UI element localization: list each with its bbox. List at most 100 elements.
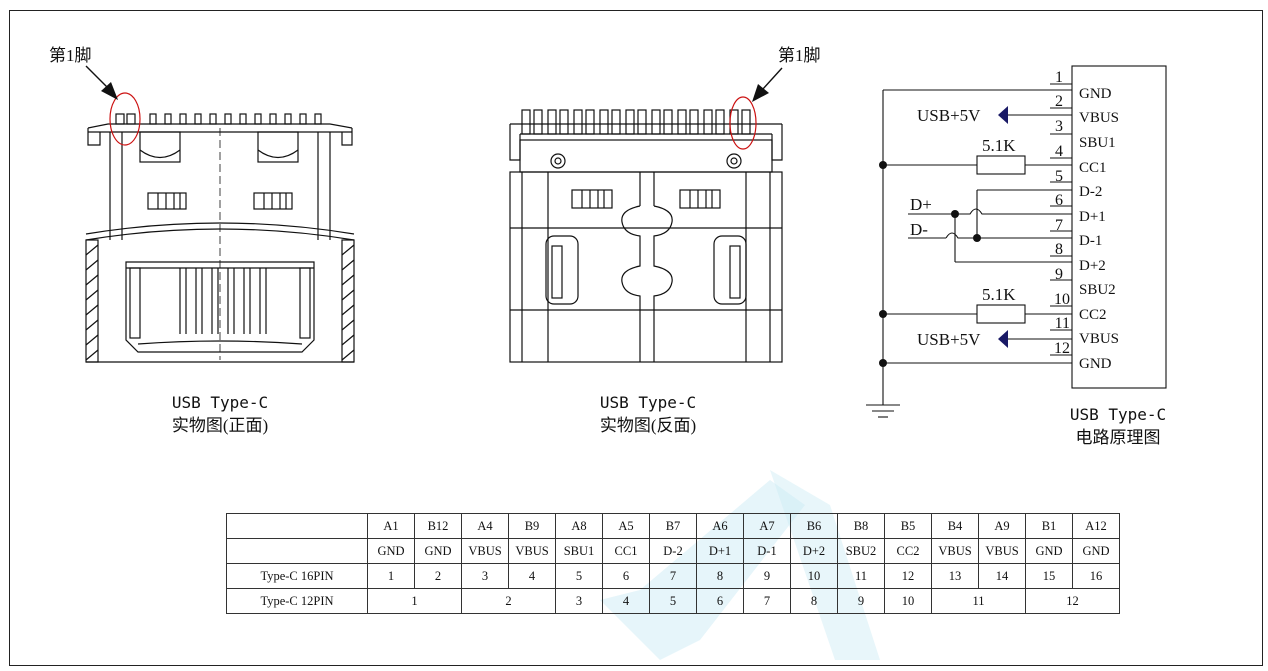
pin-name: CC1 bbox=[1079, 160, 1107, 176]
pin-number: 9 bbox=[1055, 266, 1063, 283]
pin-number-cell: 13 bbox=[931, 563, 979, 589]
signal-cell: VBUS bbox=[461, 538, 509, 564]
pin-code-cell: B12 bbox=[414, 513, 462, 539]
pin-number-cell: 11 bbox=[931, 588, 1026, 614]
pin-mapping-table: A1 B12 A4 B9 A8 A5 B7 A6 A7 B6 B8 B5 B4 … bbox=[226, 513, 1120, 614]
pin-number-cell: 6 bbox=[602, 563, 650, 589]
front-pin1-arrow bbox=[85, 65, 118, 100]
table-row-16pin: Type-C 16PIN 1 2 3 4 5 6 7 8 9 10 11 12 … bbox=[226, 563, 1120, 589]
pin-name: D+2 bbox=[1079, 258, 1106, 274]
pin-number: 2 bbox=[1055, 93, 1063, 110]
pin-name: VBUS bbox=[1079, 331, 1119, 347]
schematic bbox=[866, 65, 1167, 418]
pin-number-cell: 3 bbox=[555, 588, 603, 614]
signal-cell: VBUS bbox=[978, 538, 1026, 564]
signal-cell: CC2 bbox=[884, 538, 932, 564]
pin-code-cell: A4 bbox=[461, 513, 509, 539]
front-top-pins bbox=[115, 113, 322, 125]
pin-name: GND bbox=[1079, 356, 1112, 372]
pin-number-cell: 10 bbox=[884, 588, 932, 614]
table-cell-empty bbox=[226, 538, 368, 564]
front-caption-line2: 实物图(正面) bbox=[171, 416, 269, 435]
pin-number: 12 bbox=[1054, 340, 1070, 357]
pin-name: D+1 bbox=[1079, 209, 1106, 225]
pin-number: 7 bbox=[1055, 217, 1063, 234]
dminus-label: D- bbox=[910, 220, 928, 239]
front-caption: USB Type-C 实物图(正面) bbox=[140, 391, 300, 437]
pin-code-cell: A8 bbox=[555, 513, 603, 539]
pin-number-cell: 4 bbox=[508, 563, 556, 589]
pin-number: 10 bbox=[1054, 291, 1070, 308]
back-caption-line1: USB Type-C bbox=[599, 393, 697, 412]
table-cell-empty bbox=[226, 513, 368, 539]
pin-code-cell: A6 bbox=[696, 513, 744, 539]
pin-number-cell: 11 bbox=[837, 563, 885, 589]
pin-number: 6 bbox=[1055, 192, 1063, 209]
signal-cell: GND bbox=[414, 538, 462, 564]
schematic-labels: USB+5V USB+5V 5.1K 5.1K D+ D- bbox=[910, 106, 1016, 349]
back-pin1-highlight bbox=[729, 96, 757, 150]
pin-number-cell: 12 bbox=[884, 563, 932, 589]
pin-number-cell: 1 bbox=[367, 588, 462, 614]
signal-cell: CC1 bbox=[602, 538, 650, 564]
pin-code-cell: B5 bbox=[884, 513, 932, 539]
pin-number-cell: 12 bbox=[1025, 588, 1120, 614]
back-view-connector bbox=[509, 109, 783, 363]
connector-box bbox=[1071, 65, 1167, 389]
back-caption-line2: 实物图(反面) bbox=[599, 416, 697, 435]
schematic-junctions bbox=[879, 161, 981, 367]
pin-code-cell: B7 bbox=[649, 513, 697, 539]
front-caption-line1: USB Type-C bbox=[171, 393, 269, 412]
pin-name: SBU1 bbox=[1079, 135, 1116, 151]
pin-number-cell: 6 bbox=[696, 588, 744, 614]
table-row-signals: GND GND VBUS VBUS SBU1 CC1 D-2 D+1 D-1 D… bbox=[226, 538, 1120, 564]
pin-name: GND bbox=[1079, 86, 1112, 102]
signal-cell: VBUS bbox=[931, 538, 979, 564]
pin-code-cell: B6 bbox=[790, 513, 838, 539]
pin-number: 5 bbox=[1055, 168, 1063, 185]
front-pin1-highlight bbox=[109, 92, 141, 146]
pin-number: 4 bbox=[1055, 143, 1063, 160]
pin-name: D-1 bbox=[1079, 233, 1102, 249]
power-label: USB+5V bbox=[917, 330, 981, 349]
pin-name: SBU2 bbox=[1079, 282, 1116, 298]
pin-number-cell: 4 bbox=[602, 588, 650, 614]
front-view-connector bbox=[85, 113, 355, 363]
back-caption: USB Type-C 实物图(反面) bbox=[568, 391, 728, 437]
schematic-caption-line2: 电路原理图 bbox=[1075, 428, 1161, 447]
pin-number-cell: 3 bbox=[461, 563, 509, 589]
pin-code-cell: B1 bbox=[1025, 513, 1073, 539]
signal-cell: SBU2 bbox=[837, 538, 885, 564]
pin-number-cell: 14 bbox=[978, 563, 1026, 589]
pin-number: 8 bbox=[1055, 241, 1063, 258]
pin-name: CC2 bbox=[1079, 307, 1107, 323]
dplus-label: D+ bbox=[910, 195, 932, 214]
pin-code-cell: A1 bbox=[367, 513, 415, 539]
pin-code-cell: B9 bbox=[508, 513, 556, 539]
pin-number-cell: 8 bbox=[790, 588, 838, 614]
pin-code-cell: A12 bbox=[1072, 513, 1120, 539]
drawing-frame bbox=[9, 10, 1263, 666]
pin-number-cell: 16 bbox=[1072, 563, 1120, 589]
signal-cell: D-1 bbox=[743, 538, 791, 564]
pin-number-cell: 2 bbox=[461, 588, 556, 614]
signal-cell: D+2 bbox=[790, 538, 838, 564]
signal-cell: GND bbox=[1072, 538, 1120, 564]
pin-name: VBUS bbox=[1079, 110, 1119, 126]
pin-number-cell: 15 bbox=[1025, 563, 1073, 589]
pin-number-cell: 8 bbox=[696, 563, 744, 589]
pin-number: 11 bbox=[1055, 315, 1070, 332]
signal-cell: GND bbox=[1025, 538, 1073, 564]
table-row-12pin: Type-C 12PIN 1 2 3 4 5 6 7 8 9 10 11 12 bbox=[226, 588, 1120, 614]
pin-code-cell: A5 bbox=[602, 513, 650, 539]
signal-cell: VBUS bbox=[508, 538, 556, 564]
row-label-12pin: Type-C 12PIN bbox=[226, 588, 368, 614]
pin-names: GND VBUS SBU1 CC1 D-2 D+1 D-1 D+2 SBU2 C… bbox=[1079, 86, 1119, 372]
pin-numbers: 1 2 3 4 5 6 7 8 9 10 11 12 bbox=[1054, 69, 1070, 357]
pin-code-cell: A7 bbox=[743, 513, 791, 539]
pin-number-cell: 5 bbox=[555, 563, 603, 589]
row-label-16pin: Type-C 16PIN bbox=[226, 563, 368, 589]
pin-number-cell: 7 bbox=[649, 563, 697, 589]
pin-number-cell: 1 bbox=[367, 563, 415, 589]
signal-cell: GND bbox=[367, 538, 415, 564]
